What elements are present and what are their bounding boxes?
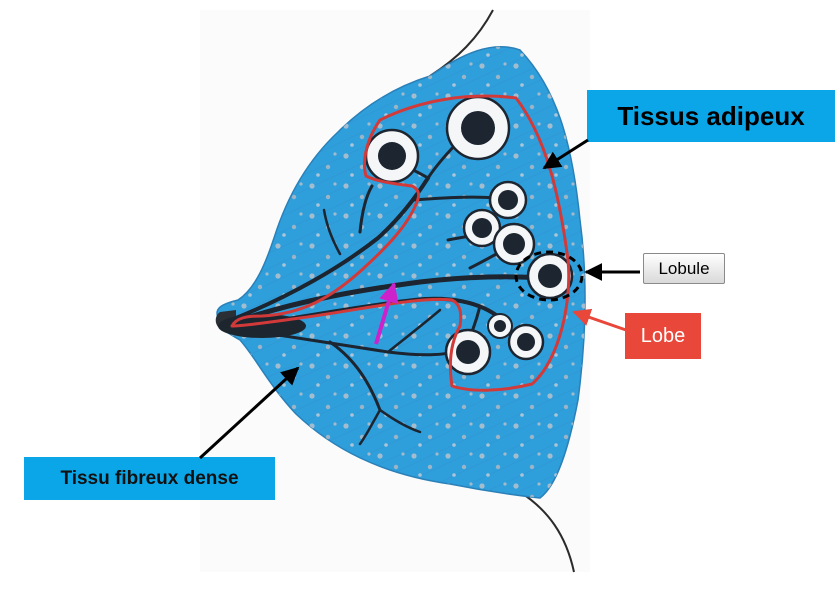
label-tissu-fibreux-dense: Tissu fibreux dense [60,467,239,489]
chest-wall-lower-line [519,491,575,573]
lobule-cluster [507,323,545,361]
label-tissus-adipeux: Tissus adipeux [617,100,805,131]
tissus-adipeux-box [587,90,835,142]
lobule-cluster [445,95,511,161]
lobule-highlighted [526,252,574,300]
tissu-fibreux-box [24,457,275,500]
lobule-cluster [487,313,513,339]
lobe-box [625,313,701,359]
label-lobule: Lobule [643,253,725,284]
arrow-lobe [572,308,627,332]
label-lobe: Lobe [640,324,686,347]
lobule-cluster [492,222,536,266]
duct-pointer-arrow [374,282,399,345]
lobules [364,95,574,376]
lobule-cluster [364,128,420,184]
lobule-cluster [462,208,502,248]
adipose-fat-dots [216,46,586,499]
lobule-dashed-highlight [514,250,584,302]
arrow-tissu-fibreux [198,366,300,460]
lobule-cluster [444,328,492,376]
arrow-tissus-adipeux [542,138,589,170]
lobule-cluster [488,180,528,220]
